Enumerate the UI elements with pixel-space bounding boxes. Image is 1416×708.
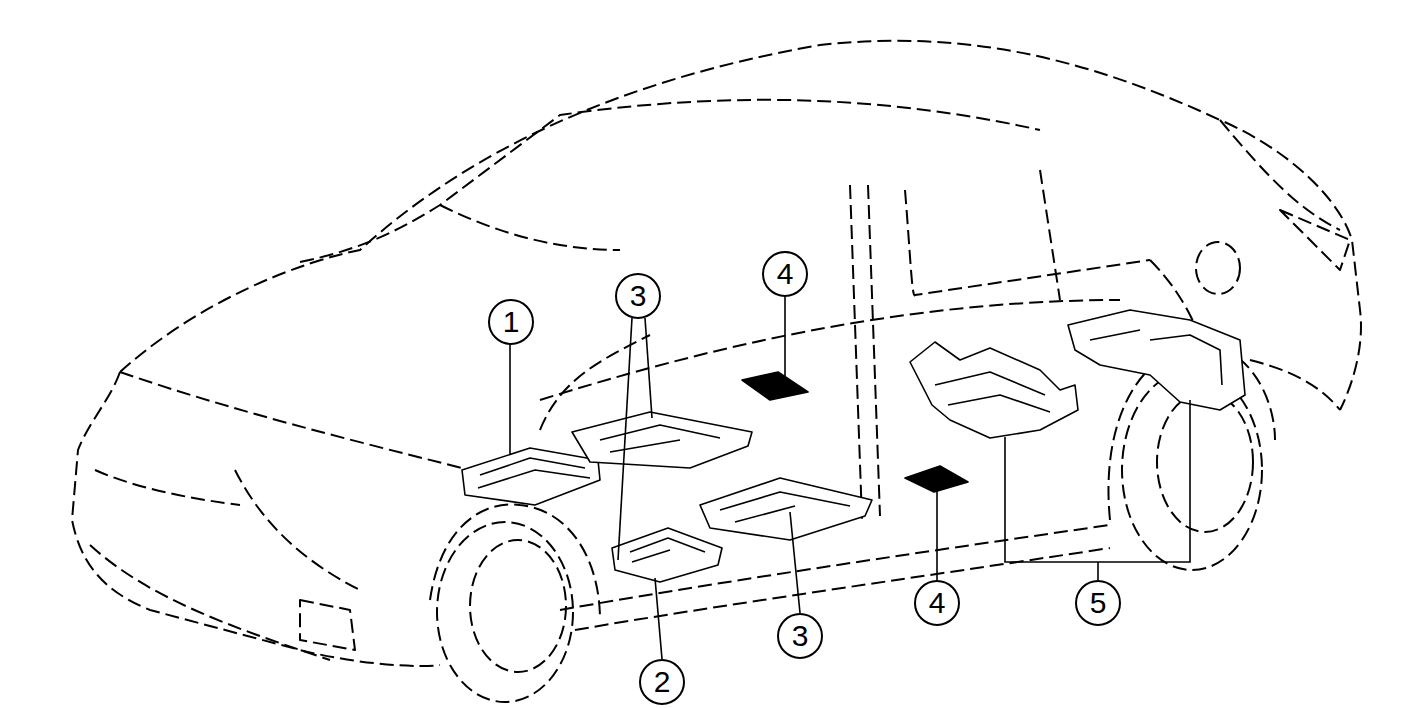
- callout-number: 4: [762, 251, 808, 297]
- callout-number: 3: [777, 613, 823, 659]
- callout-number: 2: [639, 659, 685, 705]
- callout-number: 5: [1075, 580, 1121, 626]
- callout-number: 4: [914, 580, 960, 626]
- callout-number: 3: [615, 273, 661, 319]
- callout-number: 1: [488, 299, 534, 345]
